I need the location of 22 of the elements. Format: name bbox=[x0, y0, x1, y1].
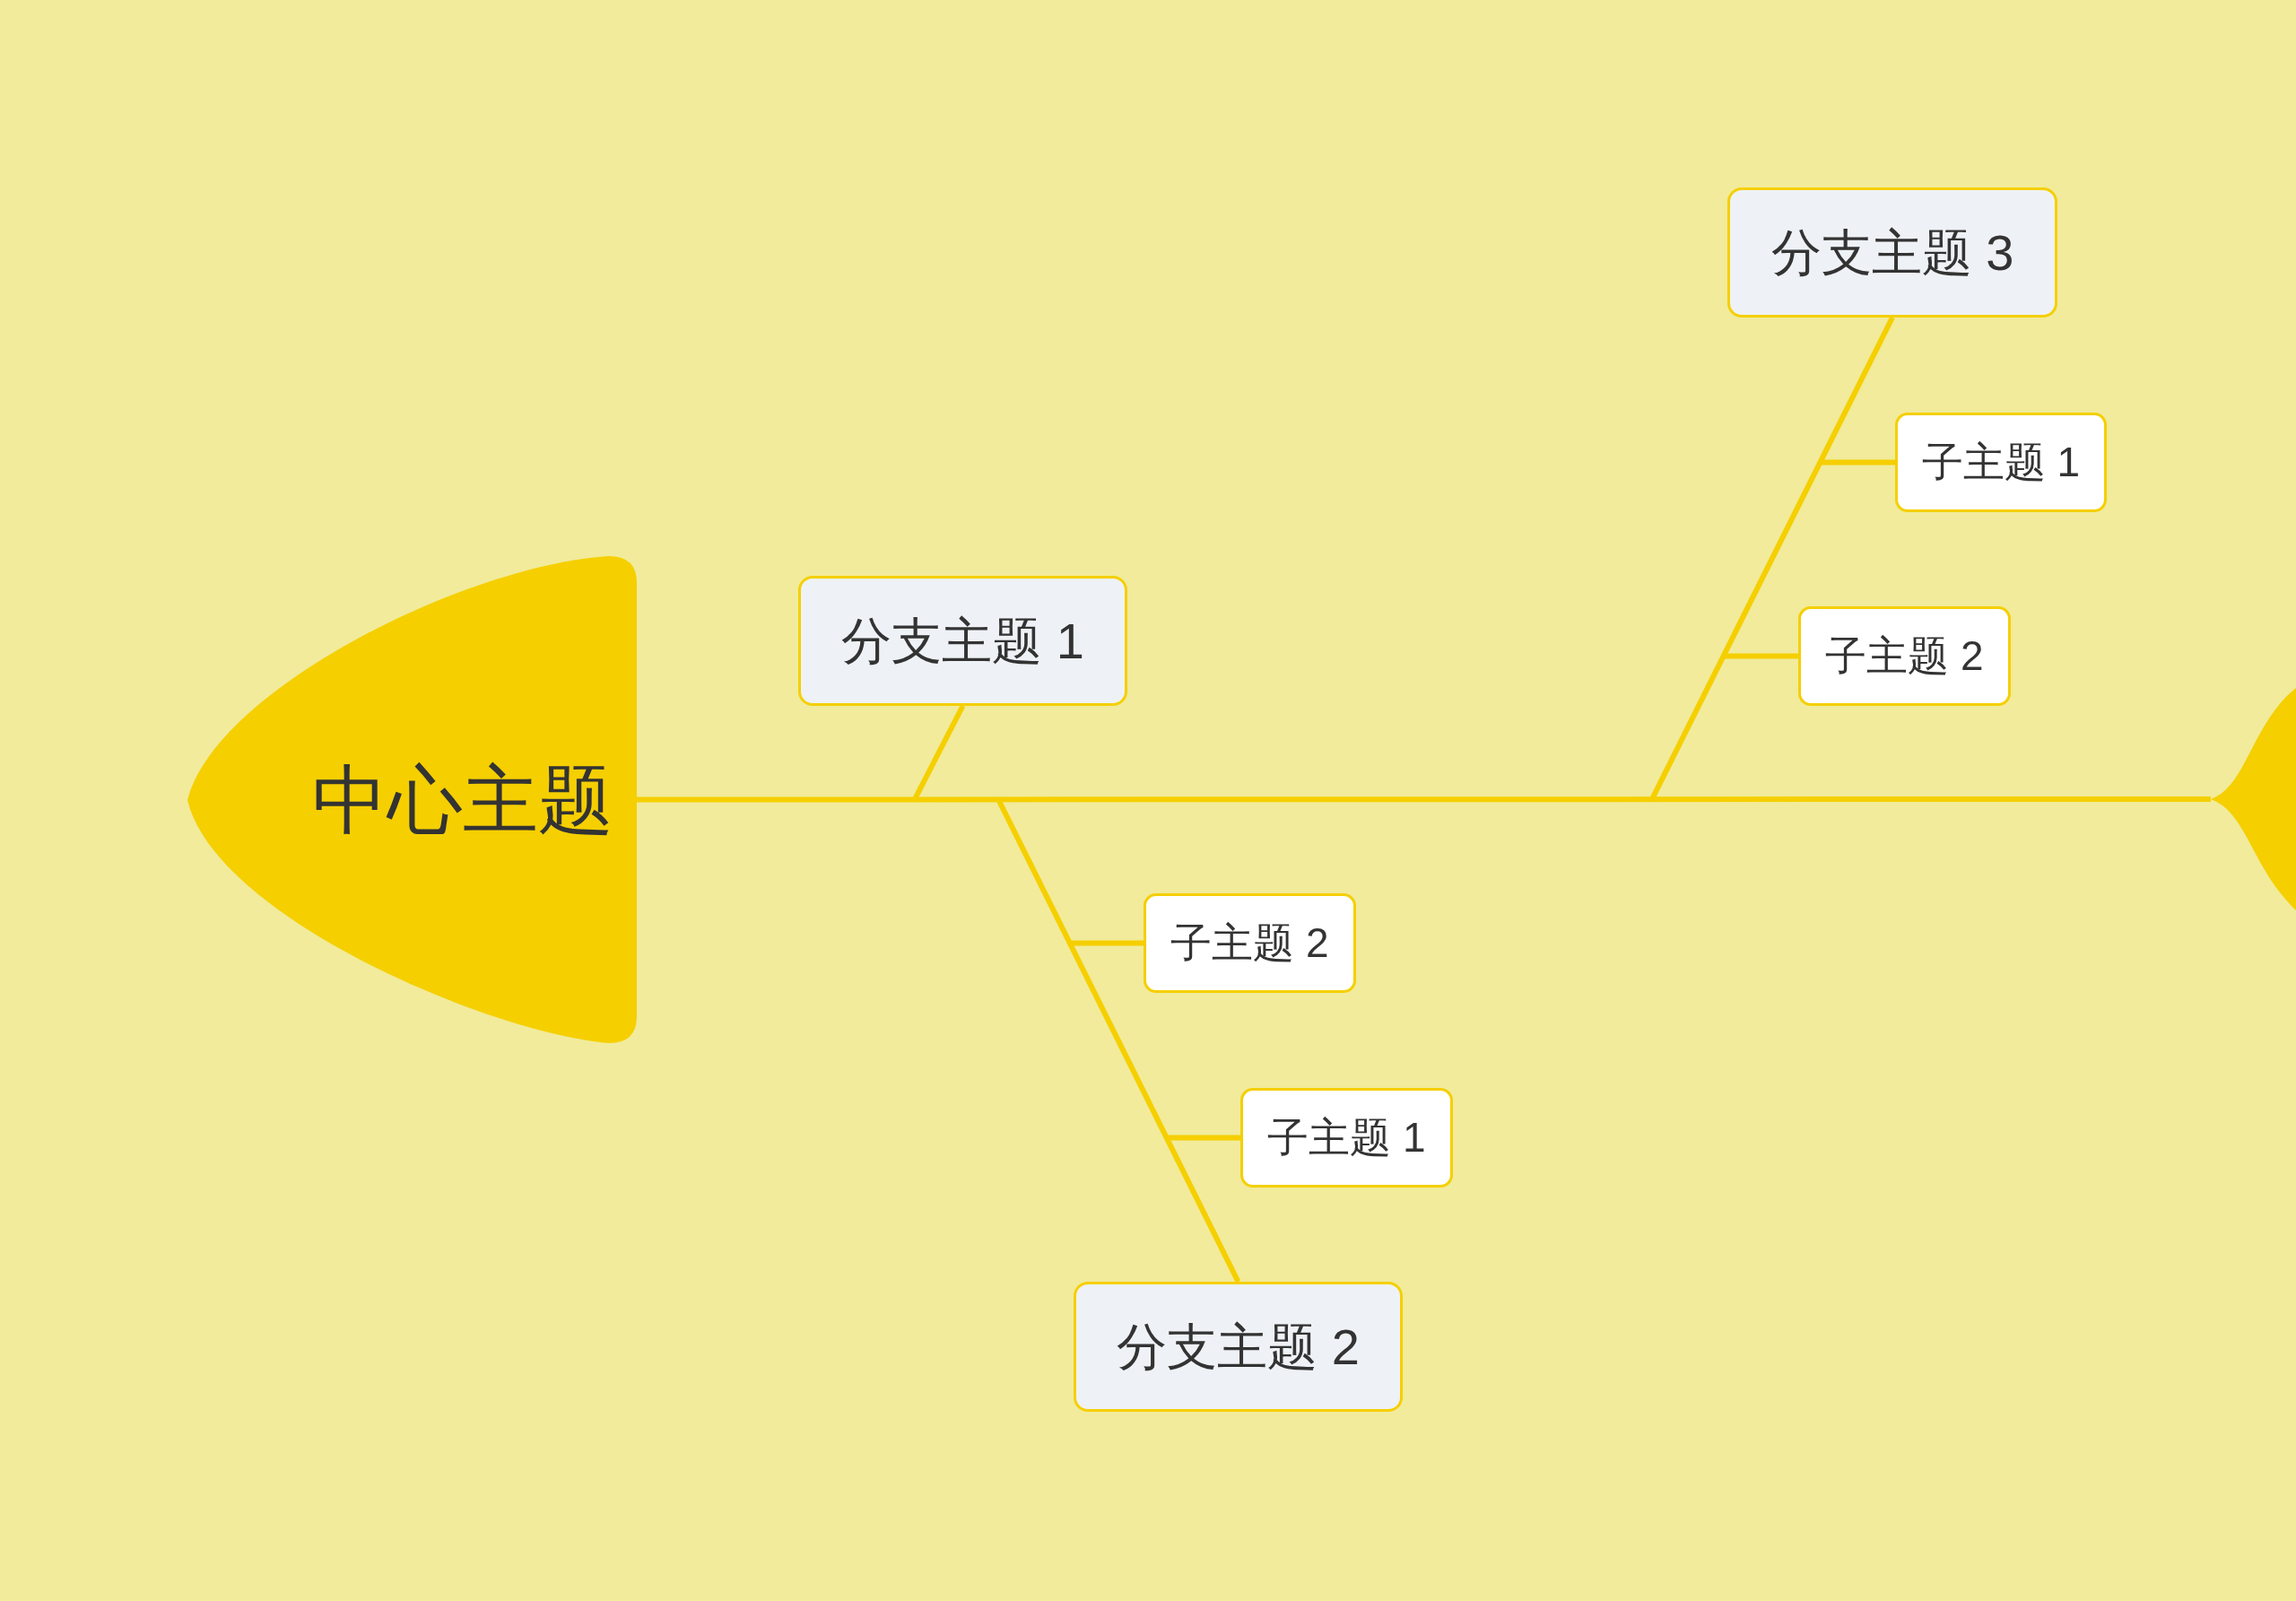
connector-line bbox=[1069, 940, 1144, 946]
branch-topic bbox=[798, 576, 1127, 706]
connector-line bbox=[1820, 459, 1895, 466]
subtopic bbox=[1798, 606, 2011, 706]
topic-text: 子主题 1 bbox=[1921, 438, 2081, 487]
topic-text: 子主题 2 bbox=[1825, 631, 1984, 681]
topic-text: 子主题 2 bbox=[1170, 918, 1329, 968]
topic-text: 中心主题 bbox=[312, 756, 613, 844]
topic-text: 子主题 1 bbox=[1267, 1113, 1426, 1162]
topic-text: 分支主题 3 bbox=[1770, 222, 2014, 283]
subtopic bbox=[1895, 413, 2107, 512]
branch-topic bbox=[1727, 187, 2057, 318]
topic-text: 分支主题 2 bbox=[1117, 1317, 1360, 1377]
connector-line bbox=[1723, 653, 1798, 659]
subtopic bbox=[1240, 1088, 1453, 1188]
spine-line bbox=[637, 796, 2211, 803]
connector-line bbox=[1166, 1135, 1240, 1141]
branch-topic bbox=[1074, 1282, 1403, 1412]
fish-head bbox=[187, 556, 637, 1043]
topic-text: 分支主题 1 bbox=[841, 611, 1084, 671]
subtopic bbox=[1144, 893, 1356, 993]
fish-tail bbox=[2211, 688, 2296, 910]
